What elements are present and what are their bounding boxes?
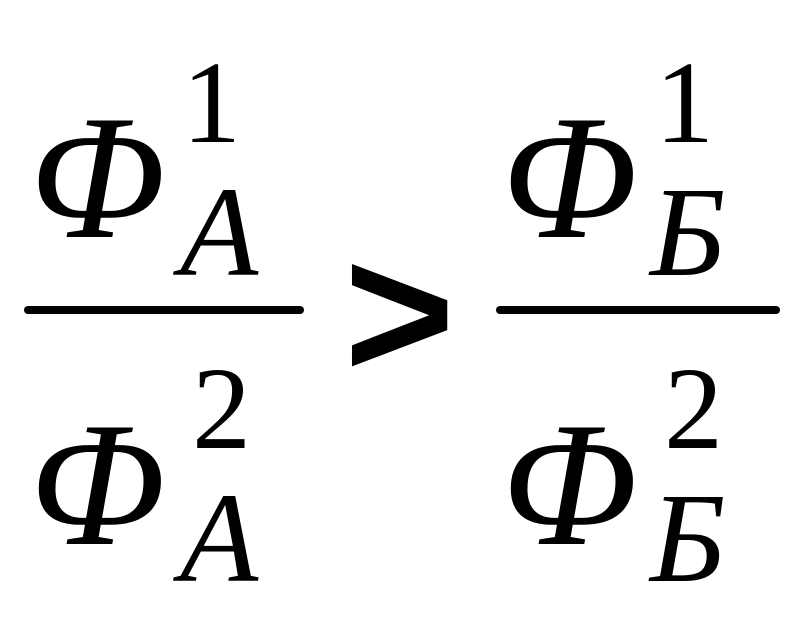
right-denominator-symbol: Φ	[502, 385, 638, 583]
left-numerator-superscript: 1	[182, 37, 241, 168]
right-numerator-subscript: Б	[650, 161, 726, 303]
left-fraction-bar	[24, 306, 304, 314]
greater-than-sign: >	[344, 207, 455, 419]
left-numerator-symbol: Φ	[30, 78, 166, 276]
right-denominator-subscript: Б	[650, 467, 726, 609]
right-fraction-bar	[496, 306, 780, 314]
right-denominator-superscript: 2	[664, 343, 723, 474]
right-numerator-superscript: 1	[655, 37, 714, 168]
left-numerator-subscript: A	[180, 161, 259, 303]
left-denominator-subscript: A	[180, 467, 259, 609]
left-denominator-symbol: Φ	[30, 385, 166, 583]
right-numerator-symbol: Φ	[502, 78, 638, 276]
left-denominator-superscript: 2	[192, 343, 251, 474]
